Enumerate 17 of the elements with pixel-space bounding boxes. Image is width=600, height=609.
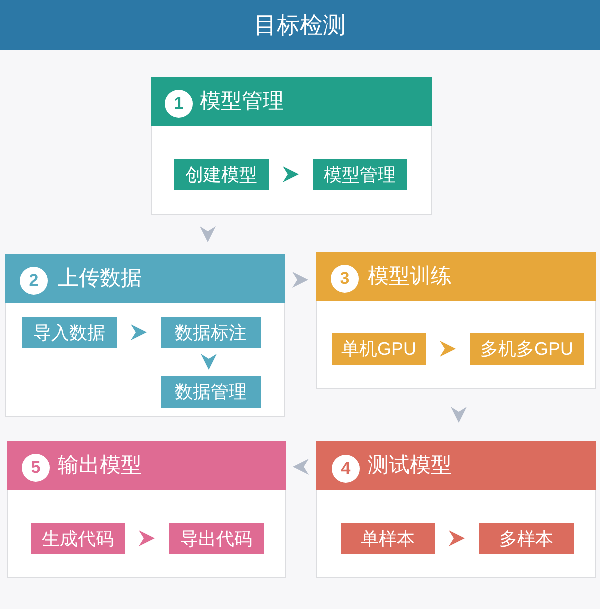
step-box: 生成代码 [31,523,125,554]
step-panel [316,441,596,578]
step-box: 单样本 [341,523,435,554]
step-box: 多样本 [479,523,574,554]
step-box: 创建模型 [174,159,269,190]
step-panel [151,77,432,215]
step-panel [5,254,285,417]
step-box: 模型管理 [313,159,407,190]
step-box: 单机GPU [332,333,426,365]
step-box: 导入数据 [22,317,117,348]
step-box: 数据管理 [161,376,261,408]
step-box: 数据标注 [161,317,261,348]
step-box: 多机多GPU [470,333,584,365]
title-bar: 目标检测 [0,0,600,50]
step-box: 导出代码 [169,523,264,554]
step-panel [316,252,596,389]
step-panel [7,441,286,578]
